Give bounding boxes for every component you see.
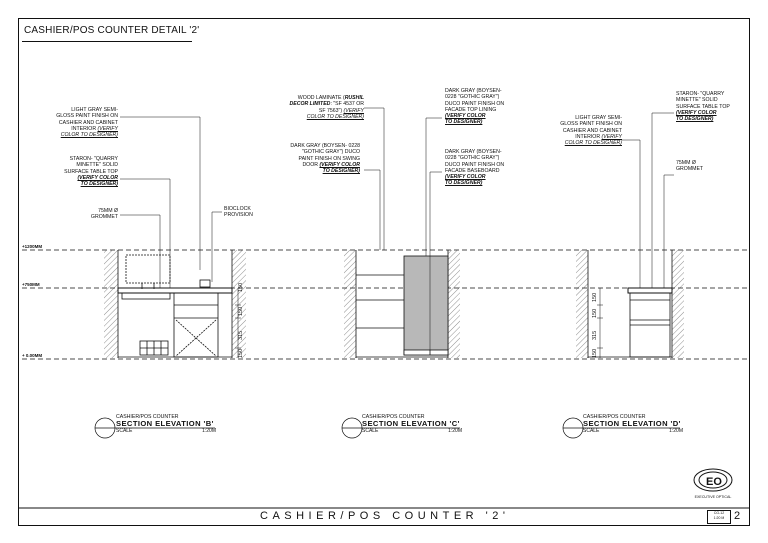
- logo-caption: EXECUTIVE OPTICAL: [694, 495, 732, 499]
- note-b-bioclock: BIOCLOCK PROVISION: [224, 206, 253, 219]
- level-label-mid: +750MM: [22, 282, 40, 287]
- company-logo: EO: [693, 468, 733, 492]
- drawing-frame: [18, 18, 750, 526]
- dim-d-3: 315: [592, 330, 598, 340]
- elevation-title-b: CASHIER/POS COUNTER SECTION ELEVATION 'B…: [116, 414, 216, 434]
- sheet-title: CASHIER/POS COUNTER DETAIL '2': [24, 25, 200, 36]
- level-label-top: +1200MM: [22, 244, 43, 249]
- note-d-grommet: 75MM Ø GROMMET: [676, 160, 704, 173]
- svg-text:EO: EO: [706, 476, 722, 488]
- note-b-paint: LIGHT GRAY SEMI- GLOSS PAINT FINISH ON C…: [56, 107, 118, 139]
- dim-b-2: 150: [238, 306, 244, 316]
- dim-d-2: 150: [592, 308, 598, 318]
- sheet-code: CG-12 1:20 M: [707, 510, 731, 524]
- dim-d-4: 150: [592, 348, 598, 358]
- elevation-c-drawing: [344, 107, 460, 358]
- dim-b-4: 150: [238, 348, 244, 358]
- title-underline: [22, 41, 192, 42]
- sheet-number: 2: [734, 510, 741, 522]
- note-c-baseboard: DARK GRAY (BOYSEN- 0228 "GOTHIC GRAY") D…: [445, 149, 505, 187]
- level-label-floor: + 0.00MM: [22, 353, 43, 358]
- footer-title: CASHIER/POS COUNTER '2': [260, 510, 510, 522]
- note-c-facade-top: DARK GRAY (BOYSEN- 0228 "GOTHIC GRAY") D…: [445, 88, 505, 126]
- elevation-title-c: CASHIER/POS COUNTER SECTION ELEVATION 'C…: [362, 414, 462, 434]
- elevation-b-drawing: [104, 116, 246, 358]
- note-d-paint: LIGHT GRAY SEMI- GLOSS PAINT FINISH ON C…: [560, 115, 622, 147]
- dim-b-1: 150: [238, 282, 244, 292]
- note-b-staron: STARON- "QUARRY MINETTE" SOLID SURFACE T…: [64, 156, 118, 188]
- dim-d-1: 150: [592, 292, 598, 302]
- note-b-grommet: 75MM Ø GROMMET: [90, 208, 118, 221]
- elevation-d-drawing: [576, 112, 684, 358]
- dim-b-3: 315: [238, 330, 244, 340]
- note-c-door: DARK GRAY (BOYSEN- 0228 "GOTHIC GRAY") D…: [290, 143, 360, 175]
- elevation-title-d: CASHIER/POS COUNTER SECTION ELEVATION 'D…: [583, 414, 683, 434]
- note-c-laminate: WOOD LAMINATE (RUSHIL DECOR LIMITED: "SF…: [289, 95, 365, 120]
- note-d-staron: STARON- "QUARRY MINETTE" SOLID SURFACE T…: [676, 91, 730, 123]
